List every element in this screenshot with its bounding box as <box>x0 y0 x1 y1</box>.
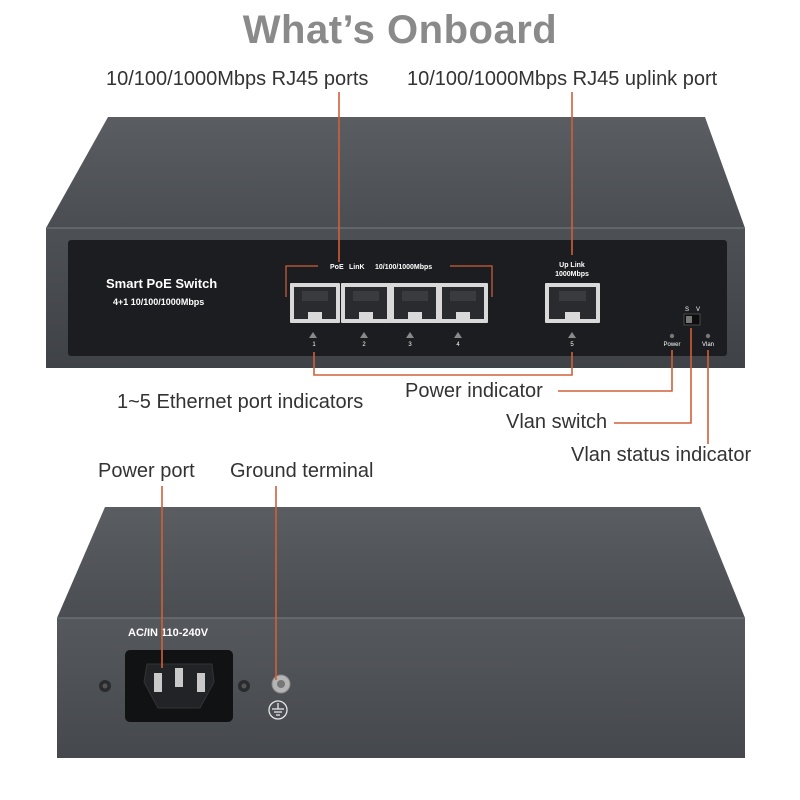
port-number-1: 1 <box>312 342 316 348</box>
port-number-3: 3 <box>408 342 412 348</box>
switch-v-label: V <box>696 307 700 313</box>
uplink-port-callout: 10/100/1000Mbps RJ45 uplink port <box>407 68 718 90</box>
vlan-status-callout: Vlan status indicator <box>571 444 752 466</box>
front-chassis-top <box>46 117 745 228</box>
vlan-led <box>705 333 711 339</box>
link-label: LinK <box>349 264 365 271</box>
power-inlet[interactable] <box>125 650 233 722</box>
port-number-5: 5 <box>570 342 574 348</box>
rj45-port-2[interactable] <box>341 283 391 323</box>
poe-label: PoE <box>330 264 344 271</box>
rj45-uplink-port[interactable] <box>545 283 600 323</box>
brand-label: Smart PoE Switch <box>106 276 217 291</box>
port-indicator-5 <box>568 332 576 338</box>
back-chassis-top <box>57 507 745 618</box>
model-label: 4+1 10/100/1000Mbps <box>113 297 204 307</box>
uplink-speed-label: 1000Mbps <box>555 271 589 278</box>
port-indicator-4 <box>454 332 462 338</box>
power-led-label: Power <box>663 342 680 348</box>
uplink-label: Up Link <box>559 262 585 269</box>
vlan-led-label: Vlan <box>702 342 714 348</box>
rj45-port-4[interactable] <box>438 283 488 323</box>
front-switch: Smart PoE Switch 4+1 10/100/1000Mbps PoE… <box>46 117 745 368</box>
port-number-4: 4 <box>456 342 460 348</box>
rj45-port-1[interactable] <box>290 283 340 323</box>
power-rating-label: AC/IN 110-240V <box>128 627 209 639</box>
port-number-2: 2 <box>362 342 366 348</box>
vlan-switch-knob[interactable] <box>686 316 692 323</box>
back-callout-lines <box>161 486 277 680</box>
power-led <box>669 333 675 339</box>
port-indicator-2 <box>360 332 368 338</box>
back-switch: AC/IN 110-240V <box>57 507 745 758</box>
vlan-switch-callout: Vlan switch <box>506 411 608 433</box>
power-indicator-callout: Power indicator <box>405 380 543 402</box>
rj45-ports-callout: 10/100/1000Mbps RJ45 ports <box>106 68 369 90</box>
port-indicator-1 <box>309 332 317 338</box>
port-indicator-3 <box>406 332 414 338</box>
switch-s-label: S <box>685 307 689 313</box>
ground-terminal[interactable] <box>271 674 291 694</box>
rj45-port-3[interactable] <box>390 283 440 323</box>
speed-label: 10/100/1000Mbps <box>375 264 432 271</box>
power-port-callout: Power port <box>98 460 195 482</box>
page-title: What’s Onboard <box>242 8 558 52</box>
front-callout-lines <box>313 92 709 444</box>
port-indicators-callout: 1~5 Ethernet port indicators <box>117 391 364 413</box>
ground-terminal-callout: Ground terminal <box>230 460 374 482</box>
ground-symbol-icon <box>268 700 288 720</box>
